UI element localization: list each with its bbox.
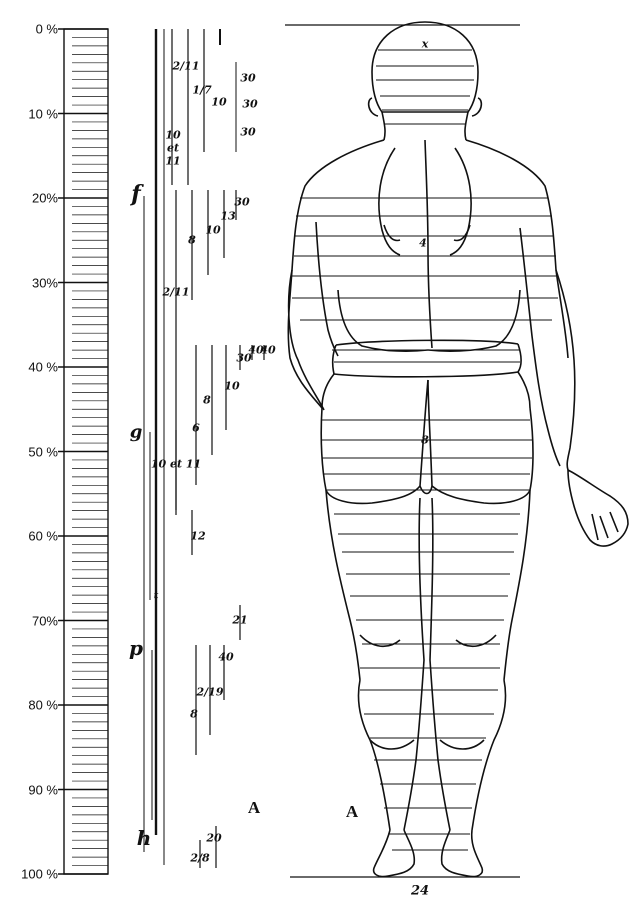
measurement-bars: [144, 29, 264, 868]
percentage-ruler: [58, 29, 108, 874]
scale-label-30: 30%: [0, 276, 58, 291]
scale-label-0: 0 %: [0, 22, 58, 37]
fraction-label: 10 et 11: [164, 129, 182, 168]
fraction-label: 2/8: [190, 852, 209, 865]
section-mark-p: p: [129, 636, 143, 660]
section-mark-h: h: [137, 826, 152, 850]
fraction-label: 21: [232, 614, 247, 627]
fraction-label: 30: [240, 72, 255, 85]
head-mark: x: [422, 38, 429, 51]
fraction-label: 30: [240, 126, 255, 139]
hips-mark: 8: [421, 434, 429, 447]
scale-label-100: 100 %: [0, 867, 58, 882]
fraction-label: 30: [242, 98, 257, 111]
fraction-label: 20: [206, 832, 221, 845]
figure-label-a-right: A: [346, 802, 358, 822]
figure-label-a-left: A: [248, 798, 260, 818]
section-mark-f: f: [131, 181, 140, 207]
fraction-label: 30: [234, 196, 249, 209]
back-mark: 4: [419, 237, 427, 250]
fraction-label: 2/11: [173, 60, 200, 73]
scale-label-20: 20%: [0, 191, 58, 206]
fraction-label: 10: [205, 224, 220, 237]
scale-label-60: 60 %: [0, 529, 58, 544]
figure-guide-lines: [292, 50, 558, 850]
section-mark-g: g: [130, 422, 143, 443]
scale-label-50: 50 %: [0, 445, 58, 460]
fraction-label: 8: [203, 394, 211, 407]
fraction-label: 1/7: [192, 84, 211, 97]
fraction-label: 10: [211, 96, 226, 109]
fraction-label: 40: [218, 651, 233, 664]
fraction-label: 40: [260, 344, 275, 357]
human-figure-back-view: [285, 22, 628, 877]
scale-label-40: 40 %: [0, 360, 58, 375]
fraction-label: 12: [190, 530, 205, 543]
fraction-label: 8: [188, 234, 196, 247]
scale-label-90: 90 %: [0, 783, 58, 798]
scale-label-70: 70%: [0, 614, 58, 629]
scale-label-10: 10 %: [0, 107, 58, 122]
fraction-label: 10 et 11: [151, 458, 201, 471]
fraction-label: 6: [192, 422, 200, 435]
fraction-label: 2/19: [197, 686, 224, 699]
fraction-label: 8: [190, 708, 198, 721]
fraction-label: 10: [224, 380, 239, 393]
bottom-figure-mark: 24: [411, 884, 429, 899]
scale-label-80: 80 %: [0, 698, 58, 713]
fraction-label: 2/11: [163, 286, 190, 299]
section-mark-t: t: [154, 591, 159, 602]
fraction-label: 13: [220, 210, 235, 223]
